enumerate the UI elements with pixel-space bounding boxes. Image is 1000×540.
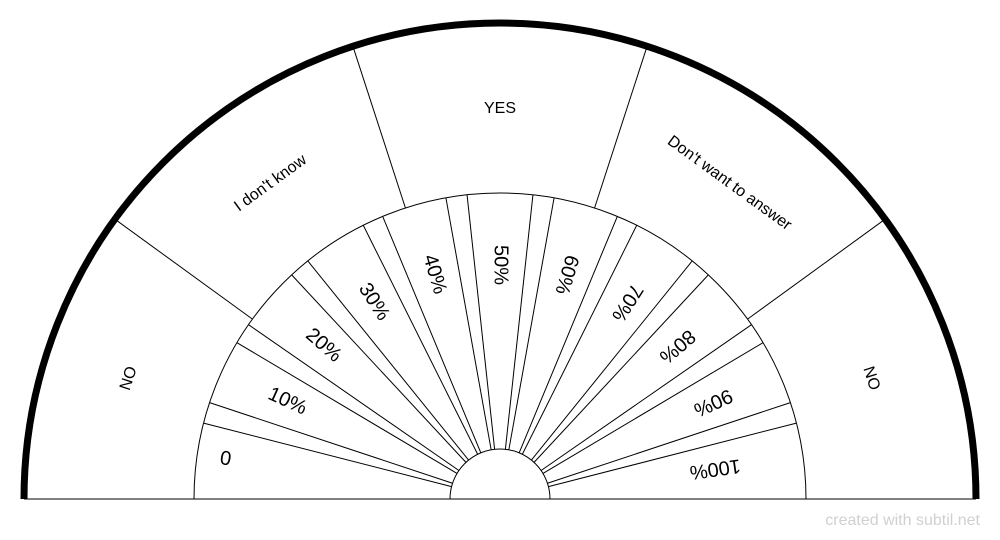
inner-divider [362,225,479,455]
percent-label: 100% [688,454,742,483]
inner-divider [248,324,460,471]
percent-label: 20% [301,324,346,367]
percent-label: 10% [265,383,311,420]
outer-divider [114,218,253,320]
inner-divider [504,194,534,450]
outer-sector-label: Don't want to answer [664,133,795,235]
inner-divider [548,422,797,488]
percent-label: 40% [419,252,451,297]
percent-label: 50% [490,245,512,285]
credit-text: created with subtil.net [825,512,980,529]
inner-divider [382,216,482,454]
inner-divider [307,260,469,461]
inner-divider [533,274,709,463]
outer-divider [594,46,648,209]
percent-label: 30% [354,279,394,325]
inner-divider [445,197,492,450]
inner-arc [449,448,551,500]
outer-sector-label: NO [117,364,141,392]
outer-sector-label: NO [859,364,883,392]
inner-divider [209,402,453,484]
inner-divider [540,324,752,471]
percent-label: 70% [607,280,647,326]
inner-divider [521,225,638,455]
inner-divider [236,342,458,474]
inner-divider [466,194,496,450]
inner-divider [203,422,452,488]
inner-divider [508,197,555,450]
middle-arc [193,192,807,500]
percent-label: 90% [690,384,736,421]
inner-divider [531,260,693,461]
percent-label: 0 [219,447,233,470]
outer-sector-label: I don't know [231,151,310,215]
outer-divider [352,46,406,209]
outer-arc [20,19,980,500]
inner-divider [542,342,764,474]
percent-label: 80% [655,325,700,368]
percent-label: 60% [550,252,582,297]
inner-divider [291,274,467,463]
outer-sector-label: YES [484,100,516,117]
sector-lines [20,19,980,500]
inner-divider [518,216,618,454]
inner-divider [547,402,791,484]
outer-divider [747,218,886,320]
